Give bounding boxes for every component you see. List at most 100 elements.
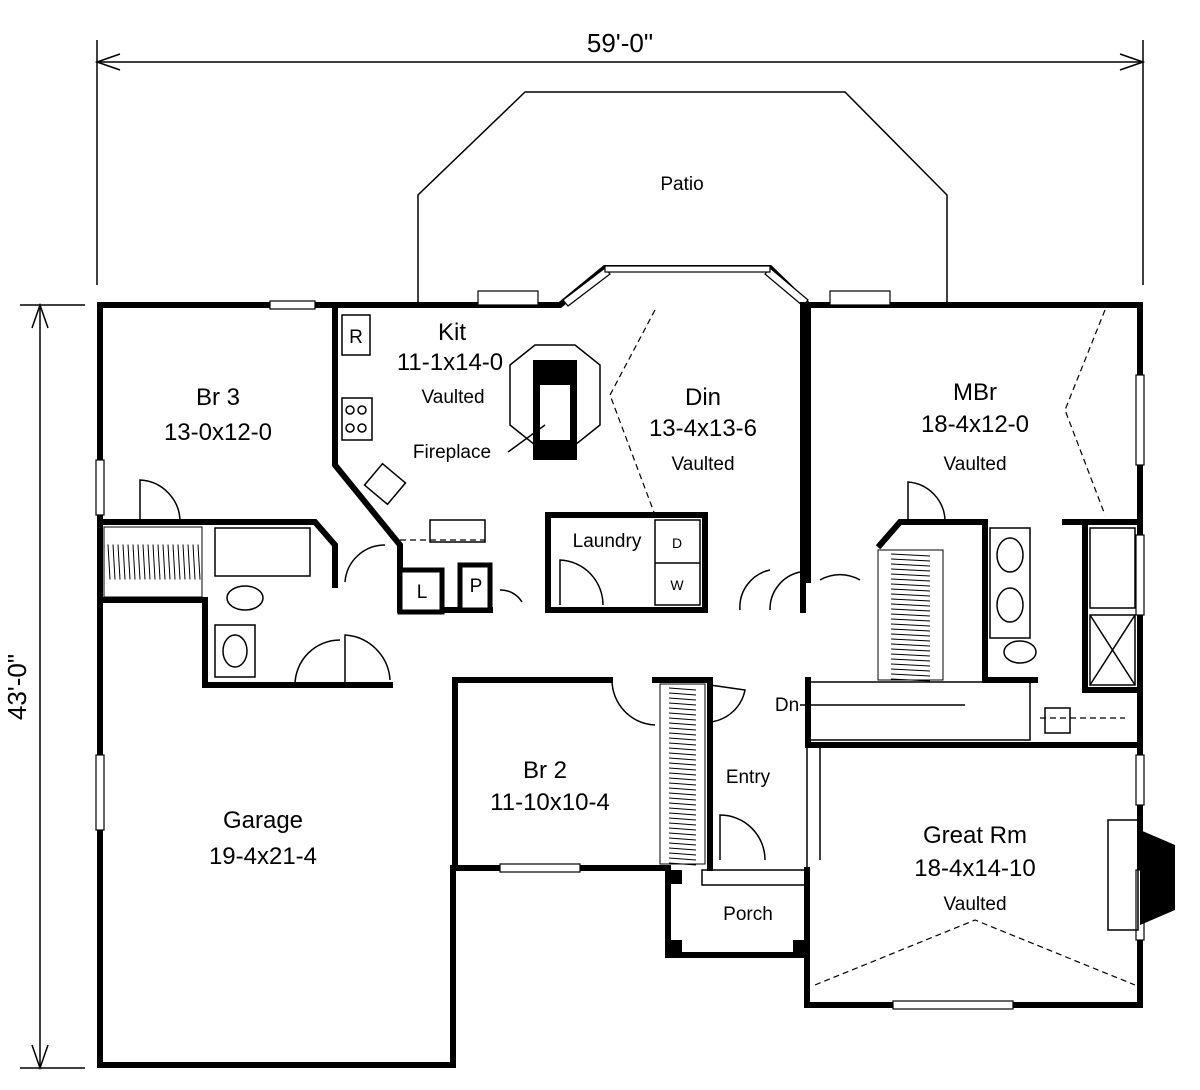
bath-fixtures — [214, 527, 1136, 734]
closet-hatch — [890, 643, 931, 647]
closet-hatch — [668, 712, 697, 716]
closet-hatch — [192, 544, 196, 580]
closets — [103, 526, 944, 866]
closet-hatch — [162, 544, 166, 580]
closet-hatch — [668, 852, 697, 856]
interior-walls — [97, 302, 1143, 871]
closet-hatch — [122, 544, 126, 580]
width-label: 59'-0" — [587, 28, 653, 58]
great-note: Vaulted — [943, 894, 1006, 915]
closet-hatch — [890, 568, 931, 572]
closet-hatch — [668, 747, 697, 751]
closet-hatch — [172, 544, 176, 580]
closet-hatch — [142, 544, 146, 580]
pantry-label: P — [470, 576, 483, 597]
great-name: Great Rm — [923, 822, 1027, 849]
stairs: Dn — [775, 681, 1031, 741]
closet-hatch — [668, 817, 697, 821]
room-br2: Br 2 11-10x10-4 — [490, 757, 610, 816]
closet-hatch — [668, 692, 697, 696]
closet-hatch — [890, 573, 931, 577]
closet-hatch — [668, 842, 697, 846]
kitchen-fixtures: R — [341, 314, 486, 543]
room-garage: Garage 19-4x21-4 — [209, 807, 317, 870]
width-dimension: 59'-0" — [94, 28, 1146, 285]
closet-hatch — [668, 812, 697, 816]
dining-name: Din — [685, 384, 721, 411]
porch-label: Porch — [723, 904, 773, 925]
closet-hatch — [187, 544, 191, 580]
depth-dimension: 43'-0" — [2, 302, 85, 1071]
closet-hatch — [668, 717, 697, 721]
closet-hatch — [890, 623, 931, 627]
closet-hatch — [668, 752, 697, 756]
vault-lines — [400, 309, 1136, 986]
closet-hatch — [890, 583, 931, 587]
closet-hatch — [668, 722, 697, 726]
patio-label: Patio — [660, 174, 703, 195]
patio: Patio — [417, 91, 948, 305]
master-note: Vaulted — [943, 454, 1006, 475]
closet-hatch — [890, 578, 931, 582]
br3-name: Br 3 — [196, 384, 240, 411]
closet-hatch — [668, 797, 697, 801]
closet-hatch — [668, 697, 697, 701]
closet-hatch — [117, 544, 121, 580]
closet-hatch — [890, 663, 931, 667]
great-room-fireplace — [1107, 819, 1175, 931]
master-name: MBr — [953, 379, 997, 406]
pantry-linen: L P — [397, 562, 493, 615]
closet-hatch — [107, 544, 111, 580]
closet-hatch — [890, 608, 931, 612]
kitchen-name: Kit — [438, 319, 466, 346]
closet-hatch — [890, 588, 931, 592]
dryer-label: D — [672, 535, 682, 551]
closet-hatch — [890, 598, 931, 602]
closet-hatch — [668, 707, 697, 711]
closet-hatch — [890, 553, 931, 557]
closet-hatch — [152, 544, 156, 580]
closet-hatch — [668, 742, 697, 746]
closet-hatch — [127, 544, 131, 580]
closet-hatch — [668, 857, 697, 861]
closet-hatch — [890, 653, 931, 657]
closet-hatch — [668, 782, 697, 786]
kitchen-note: Vaulted — [421, 387, 484, 408]
dining-size: 13-4x13-6 — [649, 415, 757, 442]
closet-hatch — [890, 658, 931, 662]
dining-note: Vaulted — [671, 454, 734, 475]
closet-hatch — [890, 673, 931, 677]
closet-hatch — [137, 544, 141, 580]
washer-label: W — [670, 577, 684, 593]
closet-hatch — [668, 767, 697, 771]
closet-hatch — [177, 544, 181, 580]
closet-hatch — [668, 837, 697, 841]
closet-hatch — [890, 593, 931, 597]
closet-hatch — [668, 772, 697, 776]
refrigerator-label: R — [349, 327, 363, 348]
closet-hatch — [890, 603, 931, 607]
windows — [95, 265, 1145, 1010]
closet-hatch — [890, 678, 931, 682]
room-master: MBr 18-4x12-0 Vaulted — [921, 379, 1029, 475]
fireplace: Fireplace — [413, 344, 601, 463]
closet-hatch — [668, 802, 697, 806]
entry-label: Entry — [726, 767, 771, 788]
room-great: Great Rm 18-4x14-10 Vaulted — [914, 822, 1035, 915]
closet-hatch — [890, 558, 931, 562]
closet-hatch — [890, 638, 931, 642]
linen-label: L — [417, 582, 428, 603]
room-dining: Din 13-4x13-6 Vaulted — [649, 384, 757, 475]
closet-hatch — [890, 628, 931, 632]
closet-hatch — [890, 613, 931, 617]
closet-hatch — [668, 777, 697, 781]
closet-hatch — [668, 737, 697, 741]
closet-hatch — [668, 732, 697, 736]
fireplace-label: Fireplace — [413, 442, 491, 463]
room-br3: Br 3 13-0x12-0 — [164, 384, 272, 446]
porch-posts — [668, 869, 808, 954]
closet-hatch — [668, 862, 697, 866]
closet-hatch — [890, 563, 931, 567]
closet-hatch — [668, 792, 697, 796]
